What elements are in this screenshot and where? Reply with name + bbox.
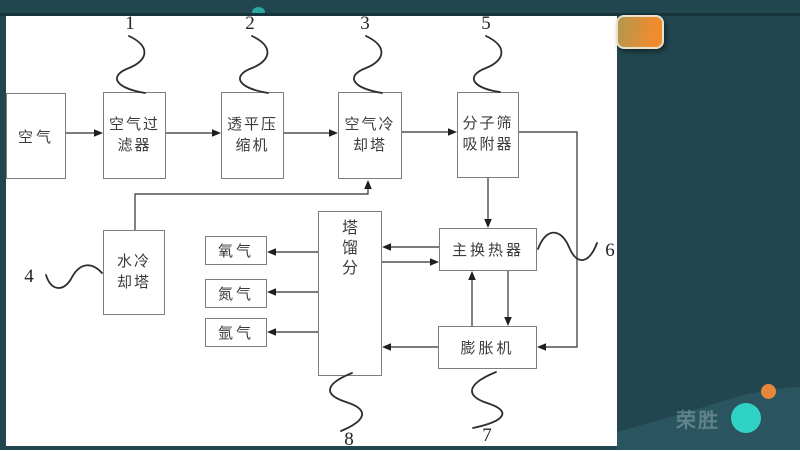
box-expander-label: 膨胀机	[460, 341, 515, 357]
box-nitrogen: 氮气	[205, 279, 267, 308]
box-turbo-compressor-line1: 透平压	[226, 116, 278, 133]
cyan-dot-decoration	[252, 7, 265, 17]
box-turbo-compressor: 透平压 缩机	[221, 92, 284, 179]
box-main-heat-exchanger: 主换热器	[439, 228, 537, 271]
box-air-filter-line2: 滤器	[117, 137, 152, 154]
box-expander: 膨胀机	[438, 326, 537, 369]
box-molecular-sieve-line2: 吸附器	[462, 137, 514, 153]
box-fractionating-column-char1: 塔	[341, 220, 358, 237]
box-argon-label: 氩气	[217, 326, 254, 342]
top-divider-line	[0, 13, 800, 16]
callout-number-8: 8	[344, 429, 354, 450]
box-turbo-compressor-line2: 缩机	[235, 137, 270, 154]
callout-number-2: 2	[245, 13, 255, 34]
logo-dot-orange	[761, 384, 776, 399]
box-air-label: 空气	[17, 129, 54, 146]
callout-number-6: 6	[605, 240, 615, 261]
box-oxygen-label: 氧气	[217, 244, 254, 260]
box-main-heat-exchanger-label: 主换热器	[451, 243, 524, 259]
box-fractionating-column-char2: 馏	[341, 240, 358, 257]
callout-number-4: 4	[24, 266, 34, 287]
box-fractionating-column-char3: 分	[341, 260, 358, 277]
box-fractionating-column: 塔 馏 分	[318, 211, 382, 376]
box-air-cooling-tower: 空气冷 却塔	[338, 92, 402, 179]
callout-number-1: 1	[125, 13, 135, 34]
box-air-cooling-tower-line1: 空气冷	[344, 116, 396, 133]
callout-number-3: 3	[360, 13, 370, 34]
box-molecular-sieve-adsorber: 分子筛 吸附器	[457, 92, 519, 178]
box-molecular-sieve-line1: 分子筛	[462, 116, 514, 132]
slide-accent-tab	[616, 15, 664, 49]
box-air: 空气	[6, 93, 66, 179]
box-water-cooling-tower-line1: 水冷	[116, 253, 151, 270]
box-air-filter-line1: 空气过	[108, 116, 160, 133]
logo-text: 荣胜	[676, 410, 720, 432]
box-air-filter: 空气过 滤器	[103, 92, 166, 179]
callout-number-5: 5	[481, 13, 491, 34]
box-oxygen: 氧气	[205, 236, 267, 265]
box-air-cooling-tower-line2: 却塔	[352, 137, 387, 154]
callout-number-7: 7	[482, 425, 492, 446]
box-nitrogen-label: 氮气	[217, 287, 254, 303]
box-water-cooling-tower-line2: 却塔	[116, 274, 151, 291]
box-argon: 氩气	[205, 318, 267, 347]
box-water-cooling-tower: 水冷 却塔	[103, 230, 165, 315]
logo-circle-teal	[731, 403, 761, 433]
